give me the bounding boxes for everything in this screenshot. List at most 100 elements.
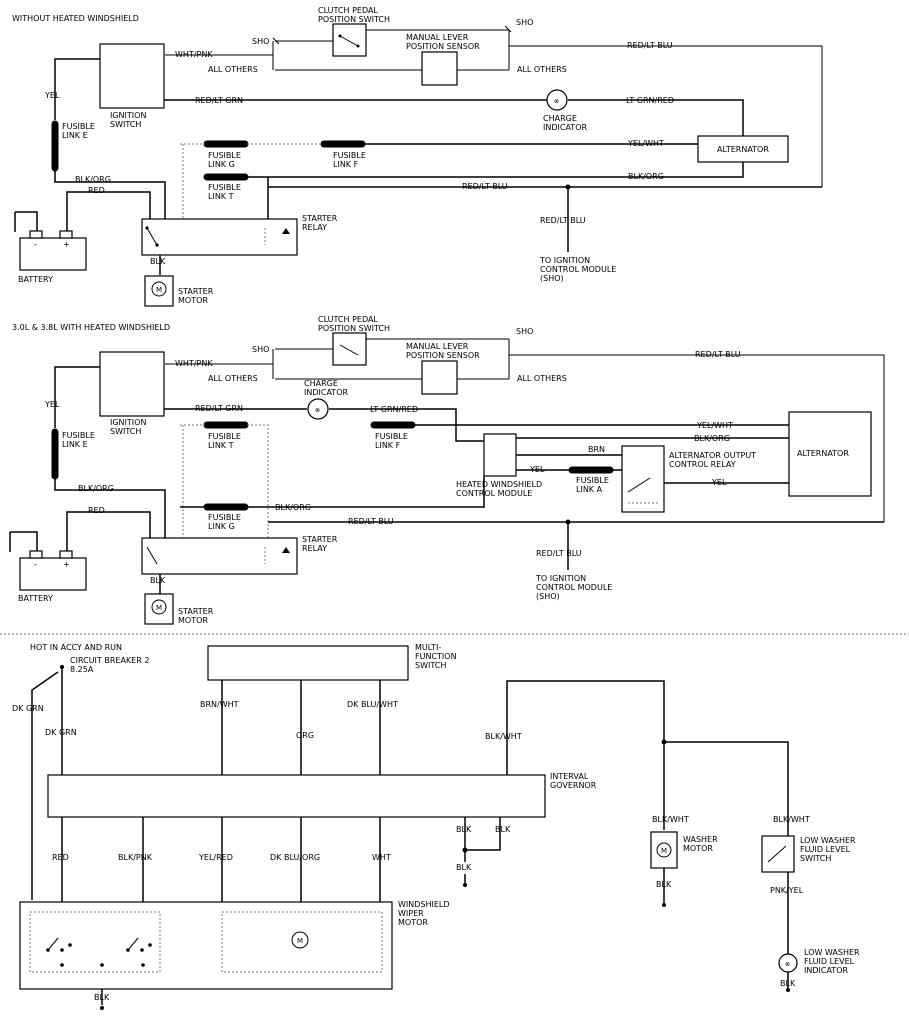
label-brn: BRN	[588, 445, 605, 454]
contact-dot	[141, 963, 145, 967]
park-switch-contacts	[47, 937, 139, 951]
circuit-breaker-arm	[31, 671, 59, 900]
label-red-lt-blu-mid: RED/LT BLU	[462, 182, 508, 191]
label-red-lt-blu-down: RED/LT BLU	[536, 549, 582, 558]
section-title-with-heated-windshield: 3.0L & 3.8L WITH HEATED WINDSHIELD	[12, 323, 170, 332]
ground-dot	[463, 883, 467, 887]
label-blk-org-g: BLK/ORG	[275, 503, 311, 512]
battery-plus-sign: +	[63, 560, 70, 569]
label-blk-wht-top: BLK/WHT	[485, 732, 522, 741]
contact-dot	[46, 948, 50, 952]
wire-red-battery	[66, 511, 151, 553]
label-yel: YEL	[44, 400, 60, 409]
interval-governor	[47, 774, 546, 818]
battery-terminal-positive	[59, 550, 73, 559]
wire-blk-wht-top	[506, 680, 665, 830]
charge-indicator-lamp	[307, 398, 329, 420]
wire-blk-wht-branch	[664, 741, 789, 836]
label-dk-grn-2: DK GRN	[45, 728, 77, 737]
label-yel-right: YEL	[711, 478, 727, 487]
battery-terminal-positive	[59, 230, 73, 239]
relay-diode-icon	[282, 228, 290, 234]
label-red-lt-grn: RED/LT GRN	[195, 404, 243, 413]
relay-diode-icon	[282, 547, 290, 553]
wire-yel	[54, 58, 100, 120]
label-blk-c: BLK	[456, 863, 472, 872]
section-title-without-heated-windshield: WITHOUT HEATED WINDSHIELD	[12, 14, 139, 23]
wire-yel	[54, 366, 100, 428]
relay-contact	[627, 477, 651, 493]
label-lt-grn-red: LT GRN/RED	[370, 405, 418, 414]
relay-contact	[146, 546, 158, 565]
alternator	[697, 135, 789, 163]
label-red-lt-grn: RED/LT GRN	[195, 96, 243, 105]
wire-relay-dashed	[247, 424, 269, 540]
motor-m-glyph: M	[297, 937, 303, 945]
label-alternator: ALTERNATOR	[797, 449, 849, 458]
label-hot-in-accy-run: HOT IN ACCY AND RUN	[30, 643, 122, 652]
lamp-icon: ⊗	[785, 961, 790, 968]
relay-contact-dot	[145, 226, 149, 230]
label-blk: BLK	[150, 576, 166, 585]
label-red-lt-blu-top: RED/LT BLU	[627, 41, 673, 50]
wire-red-battery	[66, 191, 151, 233]
label-lt-grn-red: LT GRN/RED	[626, 96, 674, 105]
motor-m-glyph: M	[661, 847, 667, 855]
label-red-lt-blu-down: RED/LT BLU	[540, 216, 586, 225]
wire-red-lt-grn	[164, 99, 744, 148]
label-blk-b: BLK	[495, 825, 511, 834]
switch-contact	[767, 845, 787, 863]
starter-motor	[144, 593, 174, 625]
wire-red-lt-blu-top	[508, 30, 823, 187]
motor-icon	[151, 281, 167, 297]
wire-blk-org-left	[54, 478, 166, 540]
battery-minus-sign: -	[34, 560, 37, 569]
label-blk-org-left: BLK/ORG	[75, 175, 111, 184]
clutch-pedal-switch	[332, 332, 367, 366]
wire-governor-ground	[464, 817, 501, 862]
label-alternator: ALTERNATOR	[717, 145, 769, 154]
label-red-lt-blu-top: RED/LT BLU	[695, 350, 741, 359]
label-all-others-left: ALL OTHERS	[208, 374, 258, 383]
label-red: RED	[88, 506, 105, 515]
wire-sho	[275, 29, 509, 42]
ignition-switch	[99, 43, 165, 109]
label-red-lt-blu-mid: RED/LT BLU	[348, 517, 394, 526]
manual-lever-position-sensor	[421, 51, 458, 86]
starter-relay	[141, 218, 298, 256]
wire-blk-org-left	[54, 170, 166, 220]
contact-dot	[126, 948, 130, 952]
ground-dot	[100, 1006, 104, 1010]
motor-m-glyph: M	[156, 604, 162, 612]
motor-icon	[151, 599, 167, 615]
contact-dot	[100, 963, 104, 967]
wire-blk-org-g	[180, 476, 485, 508]
label-blk-a: BLK	[456, 825, 472, 834]
label-all-others-right: ALL OTHERS	[517, 374, 567, 383]
low-washer-fluid-switch	[761, 835, 795, 873]
label-wht: WHT	[372, 853, 391, 862]
battery-minus-sign: -	[34, 240, 37, 249]
label-all-others-left: ALL OTHERS	[208, 65, 258, 74]
contact-dot	[60, 948, 64, 952]
